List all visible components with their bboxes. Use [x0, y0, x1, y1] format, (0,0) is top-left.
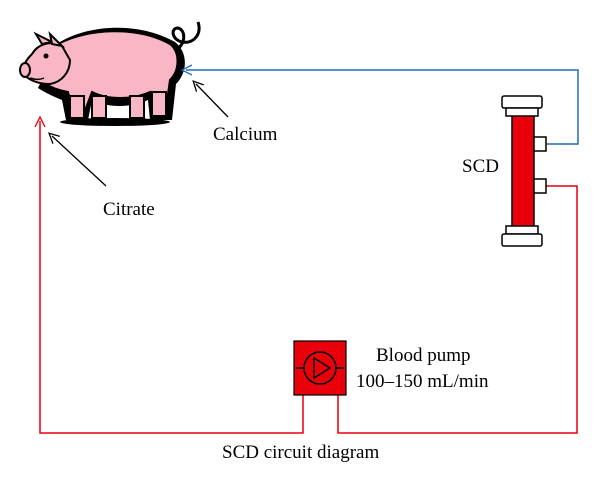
- scd-cartridge-icon: [501, 95, 547, 247]
- pump-rate-label: 100–150 mL/min: [356, 371, 489, 392]
- scd-label: SCD: [462, 156, 499, 177]
- diagram-caption: SCD circuit diagram: [222, 442, 379, 463]
- citrate-line: [40, 121, 304, 434]
- blood-line-to-scd: [337, 185, 578, 434]
- calcium-return-line: [186, 70, 579, 145]
- citrate-pointer-arrow: [52, 136, 107, 187]
- calcium-pointer-arrow: [196, 84, 229, 118]
- pump-icon: [293, 340, 347, 396]
- pig-icon: [19, 21, 201, 126]
- calcium-label: Calcium: [213, 124, 278, 145]
- pump-name-label: Blood pump: [376, 345, 470, 366]
- citrate-label: Citrate: [103, 199, 155, 220]
